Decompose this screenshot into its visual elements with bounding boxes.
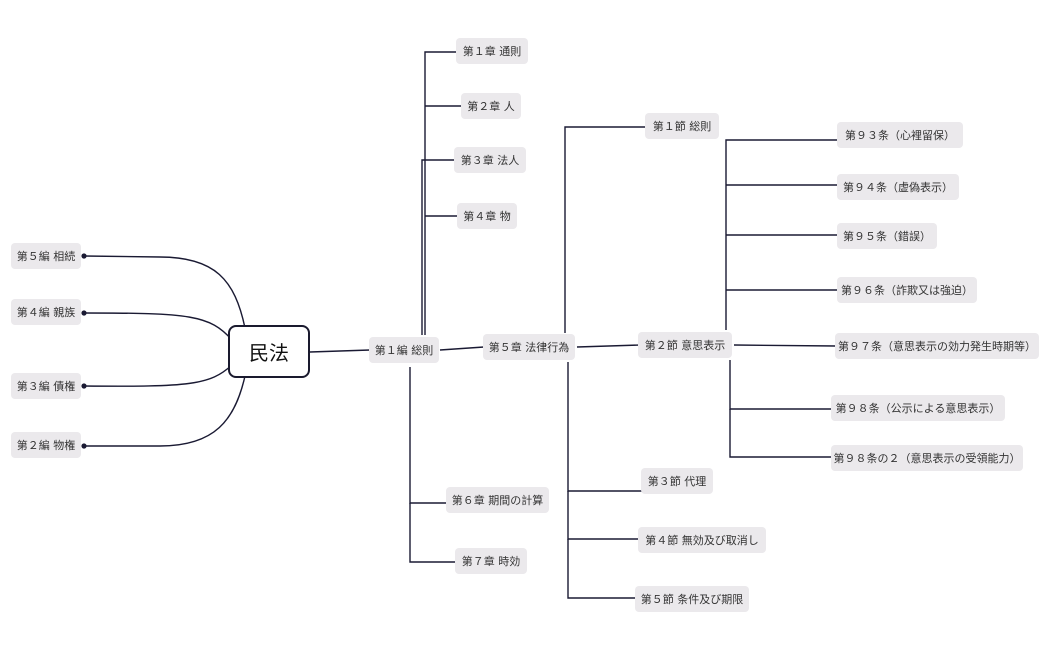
article-98-2-node[interactable]: 第９８条の２（意思表示の受領能力） bbox=[831, 445, 1023, 471]
section-3-node[interactable]: 第３節 代理 bbox=[641, 468, 713, 494]
connector-root-book1 bbox=[309, 349, 371, 353]
article-96-node[interactable]: 第９６条（詐欺又は強迫） bbox=[837, 277, 977, 303]
connector-s2-art97 bbox=[733, 344, 837, 347]
section-5-node[interactable]: 第５節 条件及び期限 bbox=[635, 586, 749, 612]
article-98-node[interactable]: 第９８条（公示による意思表示） bbox=[831, 395, 1005, 421]
book-general-provisions-node[interactable]: 第１編 総則 bbox=[369, 337, 439, 363]
connector-art98 bbox=[729, 360, 832, 410]
connector-s1 bbox=[564, 126, 645, 333]
connector-ch7 bbox=[409, 503, 456, 563]
branch-dot-obligations bbox=[81, 383, 87, 389]
chapter-6-node[interactable]: 第６章 期間の計算 bbox=[446, 487, 549, 513]
book-family-node[interactable]: 第４編 親族 bbox=[11, 299, 81, 325]
branch-dot-family bbox=[81, 310, 87, 316]
branch-dot-property bbox=[81, 443, 87, 449]
article-94-node[interactable]: 第９４条（虚偽表示） bbox=[837, 174, 959, 200]
root-node-civil-code[interactable]: 民法 bbox=[228, 325, 310, 378]
connector-root-inheritance bbox=[83, 255, 246, 329]
section-4-node[interactable]: 第４節 無効及び取消し bbox=[638, 527, 766, 553]
connector-art93 bbox=[725, 139, 838, 330]
book-property-node[interactable]: 第２編 物権 bbox=[11, 432, 81, 458]
connector-ch5-s2 bbox=[576, 344, 641, 348]
chapter-1-node[interactable]: 第１章 通則 bbox=[456, 38, 528, 64]
article-95-node[interactable]: 第９５条（錯誤） bbox=[837, 223, 937, 249]
connector-ch1 bbox=[424, 51, 460, 335]
connector-book1-ch5 bbox=[439, 346, 485, 351]
chapter-7-node[interactable]: 第７章 時効 bbox=[455, 548, 527, 574]
connector-root-obligations bbox=[83, 364, 233, 387]
connector-ch3 bbox=[421, 159, 455, 335]
chapter-5-node[interactable]: 第５章 法律行為 bbox=[483, 334, 575, 360]
connector-art98-2 bbox=[729, 409, 832, 458]
article-93-node[interactable]: 第９３条（心裡留保） bbox=[837, 122, 963, 148]
connector-ch6 bbox=[409, 367, 447, 504]
chapter-2-node[interactable]: 第２章 人 bbox=[461, 93, 521, 119]
connector-s5 bbox=[567, 539, 636, 599]
connector-root-family bbox=[83, 312, 233, 341]
section-2-node[interactable]: 第２節 意思表示 bbox=[638, 332, 732, 358]
chapter-3-node[interactable]: 第３章 法人 bbox=[454, 147, 526, 173]
chapter-4-node[interactable]: 第４章 物 bbox=[457, 203, 517, 229]
section-1-node[interactable]: 第１節 総則 bbox=[645, 113, 719, 139]
connector-s3 bbox=[567, 362, 642, 492]
branch-dot-inheritance bbox=[81, 253, 87, 259]
book-obligations-node[interactable]: 第３編 債権 bbox=[11, 373, 81, 399]
article-97-node[interactable]: 第９７条（意思表示の効力発生時期等） bbox=[835, 333, 1039, 359]
connector-s4 bbox=[567, 491, 640, 540]
book-inheritance-node[interactable]: 第５編 相続 bbox=[11, 243, 81, 269]
connector-root-property bbox=[84, 375, 246, 447]
